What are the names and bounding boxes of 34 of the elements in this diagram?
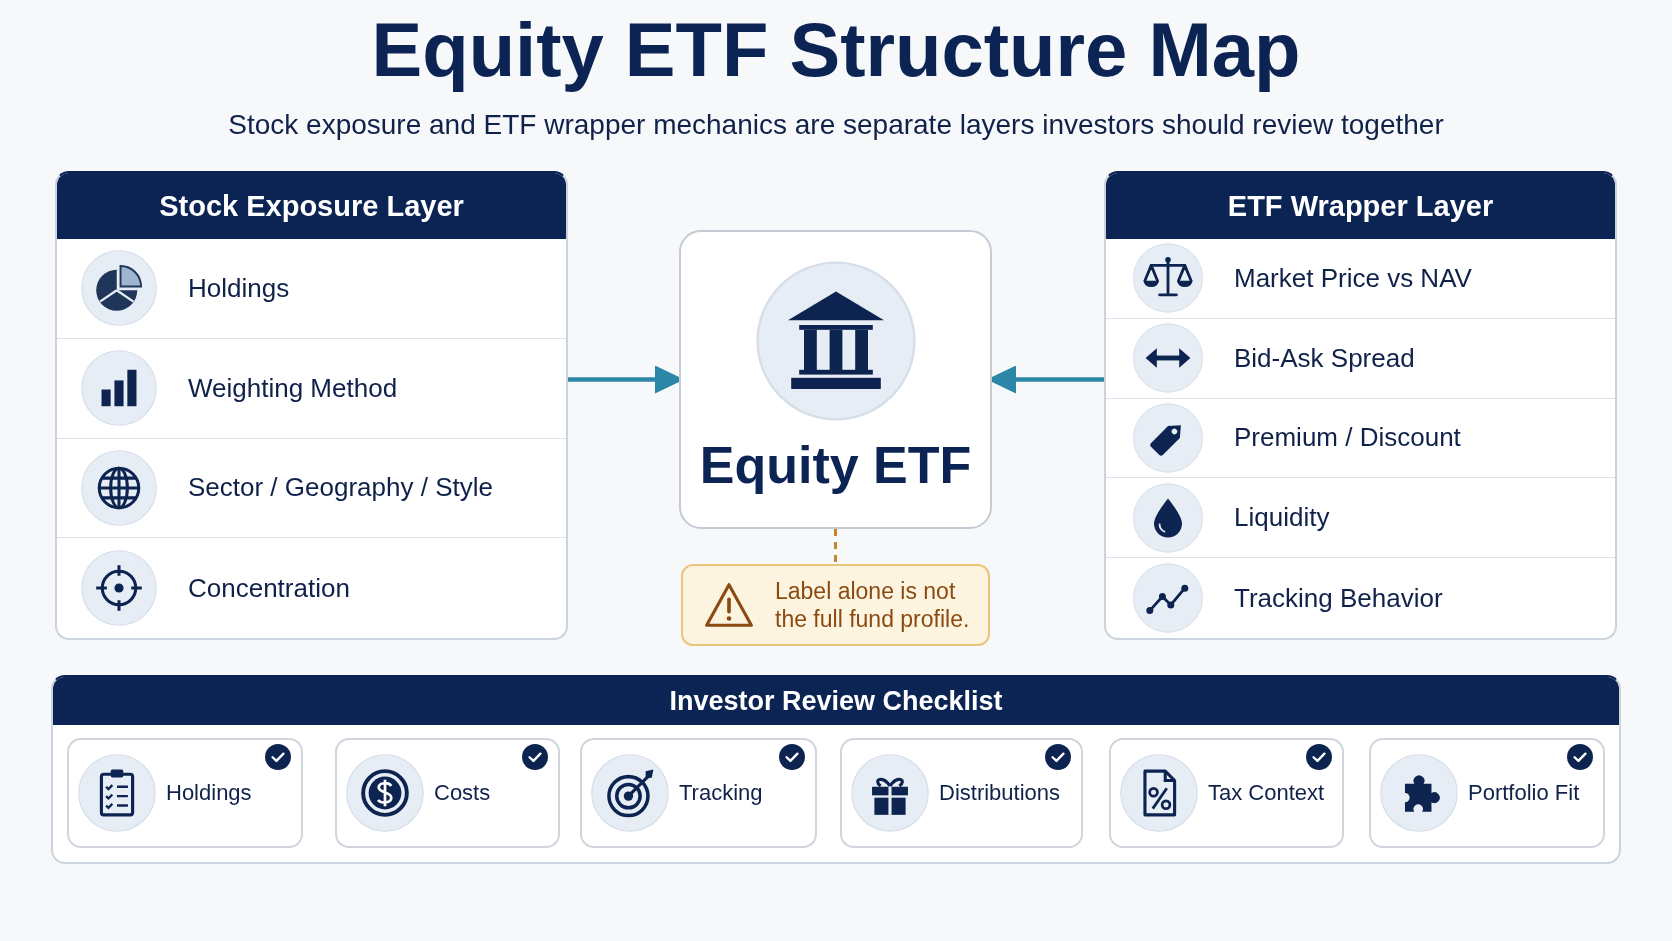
row-label: Premium / Discount	[1234, 422, 1461, 454]
checklist-card	[840, 738, 1083, 848]
card-label: Tracking	[679, 780, 763, 806]
card-label: Holdings	[166, 780, 252, 806]
node-title: Equity ETF	[699, 435, 972, 495]
panel	[55, 171, 568, 640]
checklist-card	[335, 738, 560, 848]
row-label: Holdings	[188, 272, 290, 304]
note-text: Label alone is not the full fund profile.	[775, 577, 971, 633]
panel-header: Stock Exposure Layer	[57, 173, 566, 239]
panel	[51, 675, 1621, 864]
dashed-connector	[834, 529, 837, 564]
note-box	[681, 564, 990, 646]
checklist-card	[580, 738, 817, 848]
checklist-card	[1109, 738, 1344, 848]
row-label: Tracking Behavior	[1234, 582, 1443, 614]
title: Equity ETF Structure Map	[371, 6, 1301, 94]
panel-header: ETF Wrapper Layer	[1106, 173, 1615, 239]
card-label: Costs	[434, 780, 491, 806]
panel	[1104, 171, 1617, 640]
subtitle: Stock exposure and ETF wrapper mechanics are separate layers investors should review together	[228, 108, 1444, 142]
card-label: Distributions	[939, 780, 1061, 806]
row-label: Market Price vs NAV	[1234, 262, 1472, 294]
row-label: Sector / Geography / Style	[188, 472, 493, 504]
row-label: Liquidity	[1234, 502, 1330, 534]
card-label: Tax Context	[1208, 780, 1325, 806]
card-label: Portfolio Fit	[1468, 780, 1580, 806]
checklist-card	[67, 738, 303, 848]
row-label: Concentration	[188, 572, 350, 604]
checklist-card	[1369, 738, 1605, 848]
node-box	[679, 230, 992, 529]
panel-header: Investor Review Checklist	[53, 677, 1619, 725]
row-label: Bid-Ask Spread	[1234, 342, 1415, 374]
row-label: Weighting Method	[188, 372, 398, 404]
